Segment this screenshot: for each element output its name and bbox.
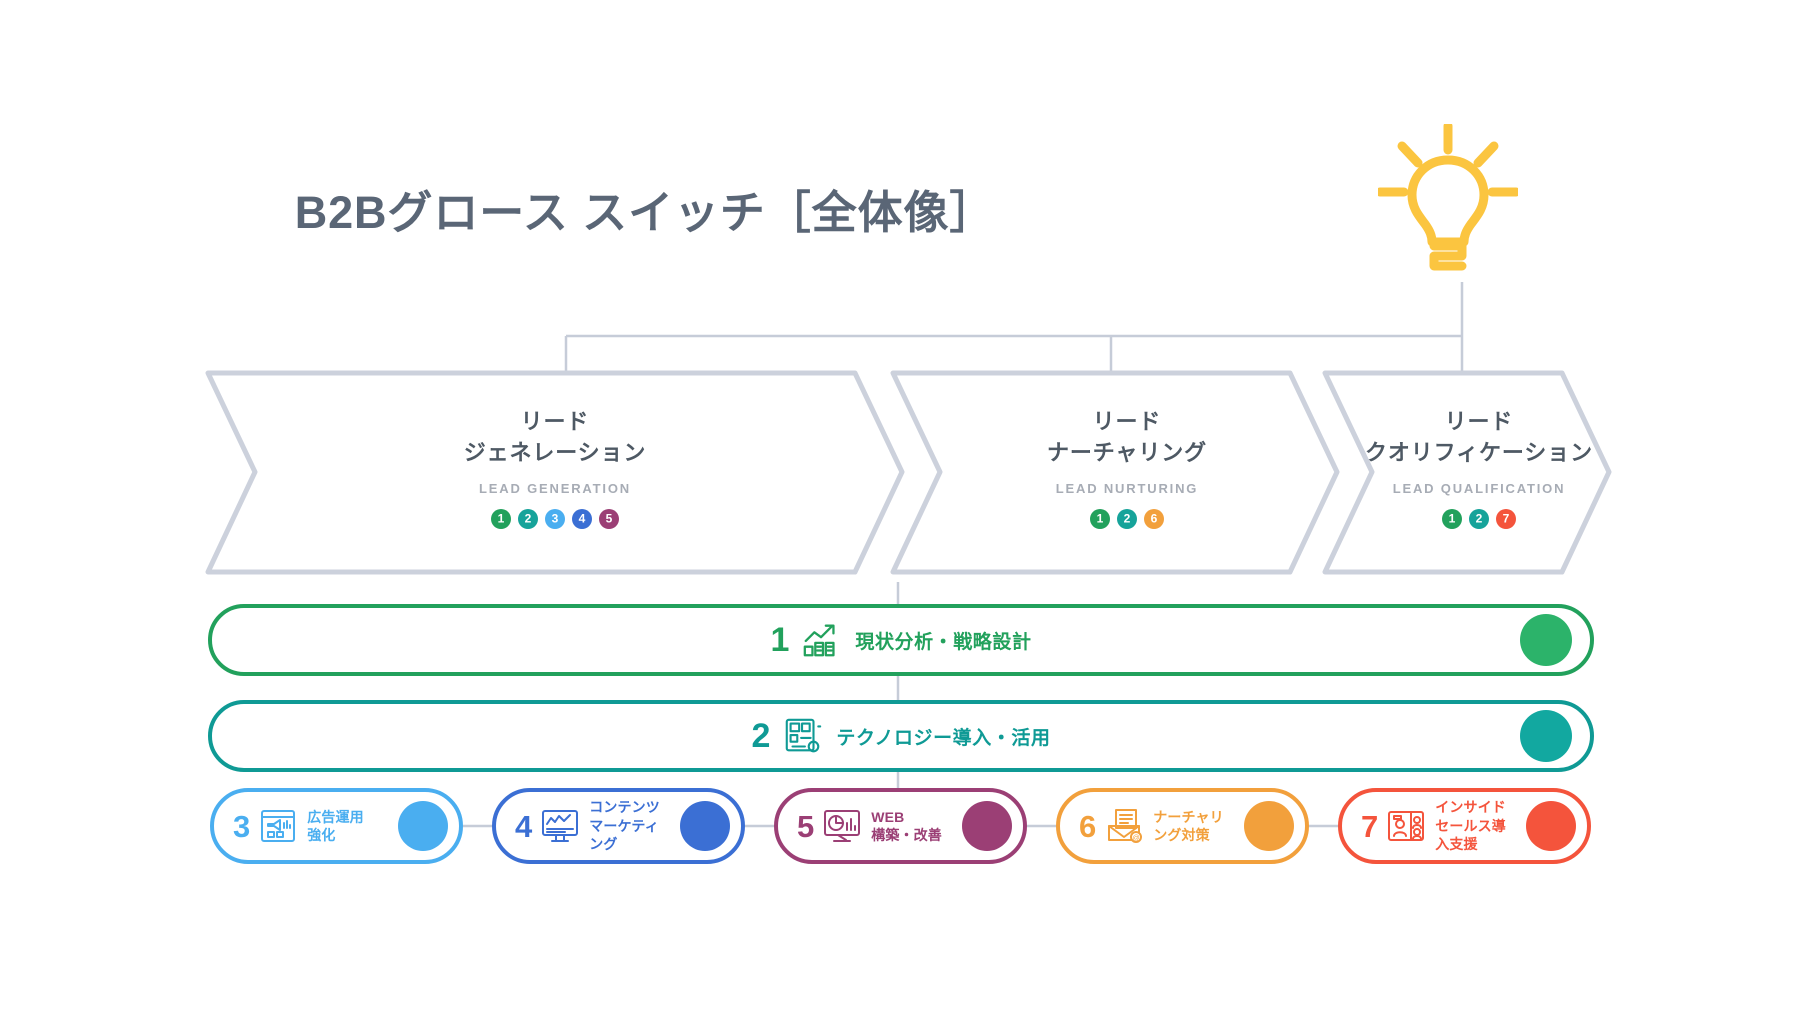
stage-band: リード ジェネレーション LEAD GENERATION 1 2 3 4 5 リ…	[0, 370, 1800, 575]
initiative-card-5[interactable]: 5 WEB 構築・改善	[774, 788, 1027, 864]
card-number: 4	[515, 808, 533, 844]
row-number: 1	[770, 621, 790, 659]
initiative-row-1[interactable]: 1 現状分析・戦略設計	[208, 604, 1594, 676]
card-label: インサイド セールス導 入支援	[1435, 799, 1506, 853]
stage-badge: 2	[518, 509, 538, 530]
inside-sales-icon	[1386, 806, 1426, 846]
stage-badge: 1	[491, 509, 511, 530]
stage-title-en: LEAD QUALIFICATION	[1392, 481, 1566, 497]
card-number: 3	[233, 808, 251, 844]
stage-title-en: LEAD GENERATION	[478, 481, 631, 497]
initiative-card-6[interactable]: 6 @ ナーチャリ ング対策	[1056, 788, 1309, 864]
svg-text:@: @	[1133, 835, 1140, 842]
card-label: コンテンツ マーケティ ング	[589, 799, 660, 853]
stage-badge: 1	[1442, 509, 1462, 530]
initiative-card-7[interactable]: 7 インサイド セールス導 入支援	[1338, 788, 1591, 864]
growth-chart-icon	[801, 619, 843, 661]
stage-badge: 3	[545, 509, 565, 530]
row-label: テクノロジー導入・活用	[836, 727, 1051, 749]
stage-lead-nurturing[interactable]: リード ナーチャリング LEAD NURTURING 1 2 6	[890, 370, 1340, 575]
card-end-dot	[1244, 801, 1294, 851]
initiative-row-2[interactable]: 2 テクノロジー導入・活用	[208, 700, 1594, 772]
card-number: 6	[1079, 808, 1097, 844]
card-end-dot	[1526, 801, 1576, 851]
stage-badge: 4	[572, 509, 592, 530]
row-end-dot	[1520, 710, 1572, 762]
row-label: 現状分析・戦略設計	[855, 631, 1032, 653]
card-end-dot	[680, 801, 730, 851]
lightbulb-icon	[1375, 121, 1521, 284]
technology-setup-icon	[782, 715, 824, 757]
card-label: ナーチャリ ング対策	[1153, 808, 1224, 843]
stage-lead-qualification[interactable]: リード クオリフィケーション LEAD QUALIFICATION 1 2 7	[1322, 370, 1612, 575]
ad-megaphone-icon	[258, 806, 298, 846]
card-number: 5	[797, 808, 815, 844]
card-end-dot	[962, 801, 1012, 851]
web-analytics-icon	[822, 806, 862, 846]
card-label: WEB 構築・改善	[871, 808, 942, 843]
stage-lead-generation[interactable]: リード ジェネレーション LEAD GENERATION 1 2 3 4 5	[205, 370, 905, 575]
initiative-card-3[interactable]: 3 広告運用 強化	[210, 788, 463, 864]
stage-badge: 7	[1496, 509, 1516, 530]
stage-title-jp: リード ナーチャリング	[1047, 409, 1207, 466]
card-number: 7	[1361, 808, 1379, 844]
stage-badge: 5	[599, 509, 619, 530]
row-end-dot	[1520, 614, 1572, 666]
stage-badge: 2	[1117, 509, 1137, 530]
card-label: 広告運用 強化	[307, 808, 364, 843]
content-monitor-icon	[540, 806, 580, 846]
stage-badge: 2	[1469, 509, 1489, 530]
stage-badges: 1 2 3 4 5	[491, 509, 619, 530]
row-number: 2	[751, 717, 771, 755]
stage-badges: 1 2 7	[1442, 509, 1516, 530]
stage-badge: 1	[1090, 509, 1110, 530]
stage-title-en: LEAD NURTURING	[1055, 481, 1199, 497]
stage-badge: 6	[1144, 509, 1164, 530]
page-title: B2Bグロース スイッチ［全体像］	[294, 187, 996, 238]
stage-title-jp: リード ジェネレーション	[463, 409, 647, 466]
initiative-card-4[interactable]: 4 コンテンツ マーケティ ング	[492, 788, 745, 864]
card-end-dot	[398, 801, 448, 851]
mail-nurturing-icon: @	[1104, 806, 1144, 846]
stage-badges: 1 2 6	[1090, 509, 1164, 530]
stage-title-jp: リード クオリフィケーション	[1365, 409, 1593, 466]
